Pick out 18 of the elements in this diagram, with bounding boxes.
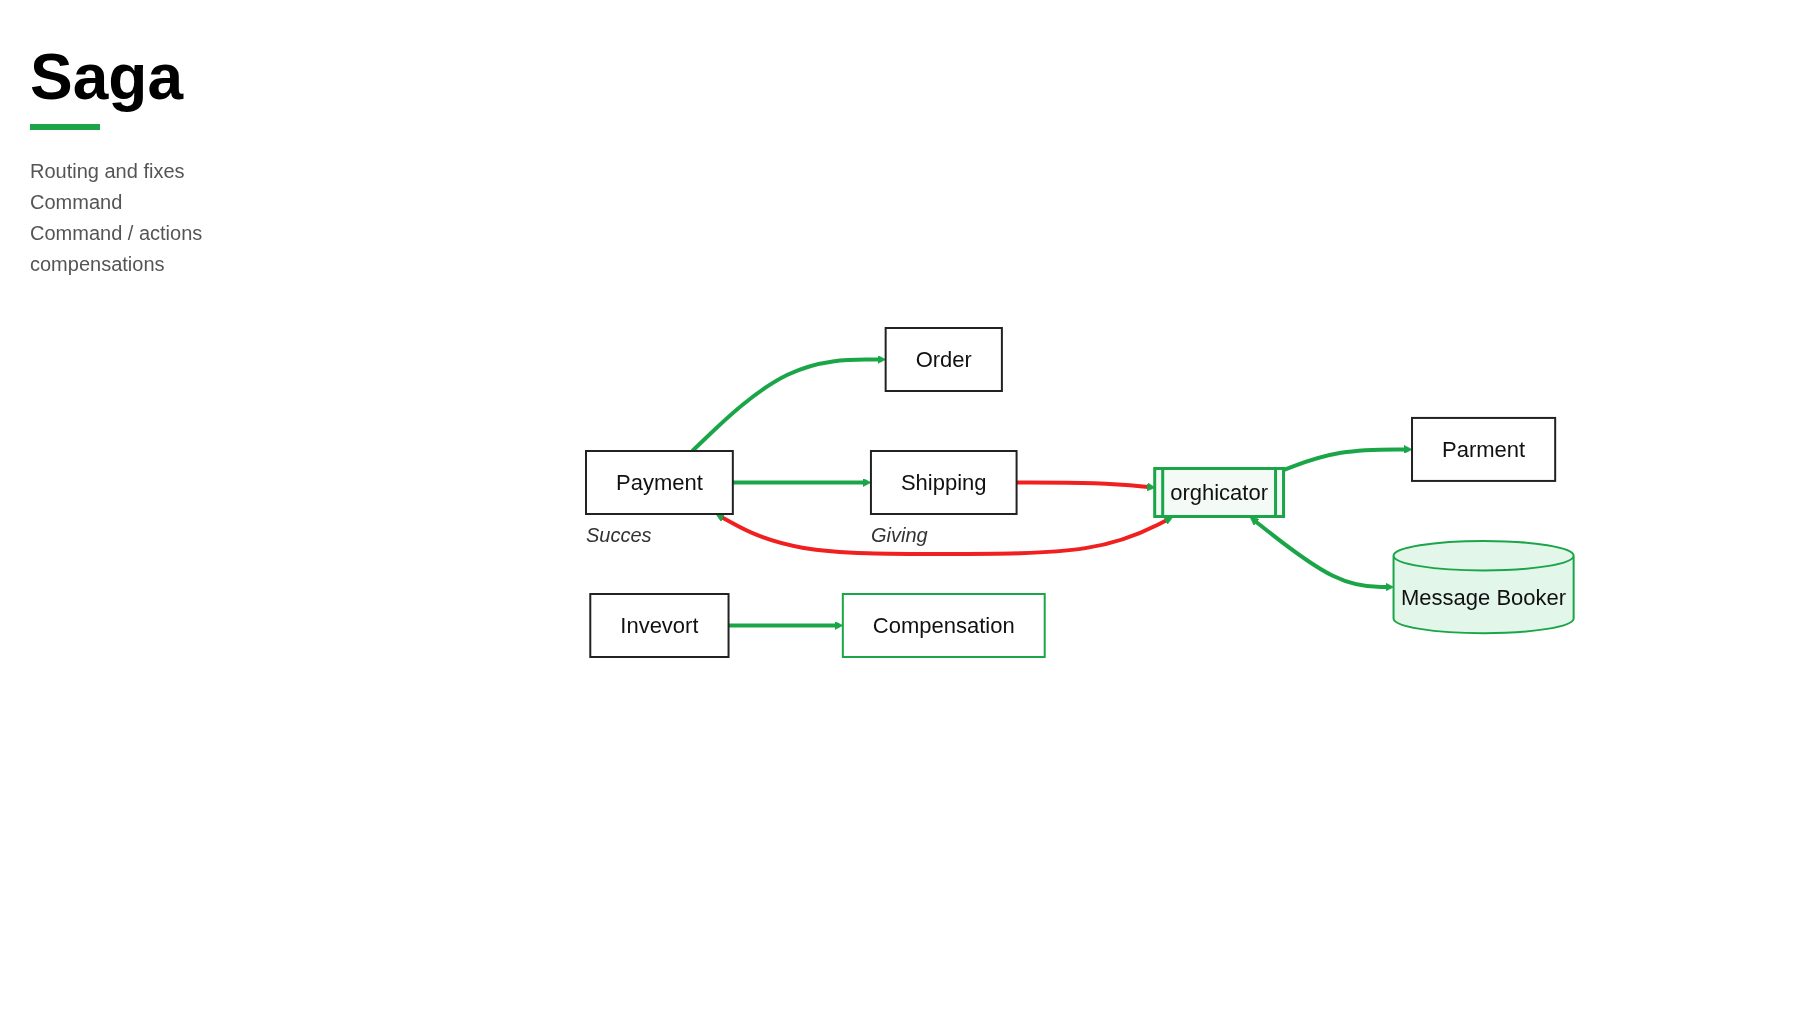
node-box: Parment [1411, 416, 1557, 482]
node-box: Payment [585, 449, 734, 515]
arrow [715, 513, 1174, 556]
node-caption: Giving [871, 523, 928, 546]
title: Saga [30, 40, 183, 114]
note-text: Routing and fixes [30, 160, 185, 183]
node-caption: Succes [586, 523, 652, 546]
arrow [728, 620, 844, 630]
note-text: Command [30, 191, 123, 214]
node-box: Order [884, 326, 1004, 392]
note-text: Command / actions [30, 222, 203, 245]
arrow [733, 477, 872, 487]
arrow [1283, 444, 1413, 472]
note-text: compensations [30, 253, 165, 276]
node-box: Compensation [842, 592, 1046, 658]
node-box: Invevort [589, 592, 730, 658]
arrow [1250, 516, 1395, 591]
node-box: Shipping [870, 449, 1018, 515]
